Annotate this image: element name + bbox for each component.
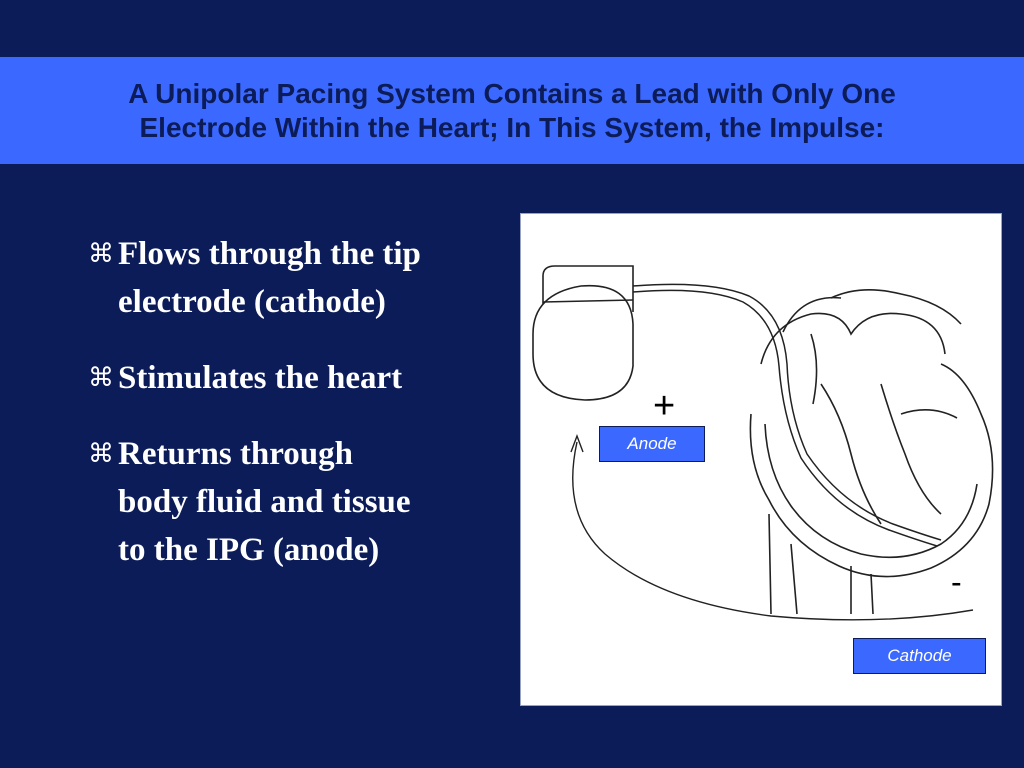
- title-bar: A Unipolar Pacing System Contains a Lead…: [0, 57, 1024, 164]
- heart-outline: [749, 289, 994, 615]
- heart-pacing-illustration: [532, 265, 994, 621]
- bullet-text-line: to the IPG (anode): [118, 532, 380, 568]
- bullet-text-line: Returns through: [118, 436, 354, 472]
- command-key-icon: ⌘: [88, 239, 114, 269]
- pulse-generator-icon: [532, 265, 634, 401]
- bullet-text-line: Flows through the tip: [118, 236, 421, 272]
- plus-sign: +: [653, 385, 676, 427]
- current-return-arrow: [570, 434, 974, 621]
- slide-title-line-1: A Unipolar Pacing System Contains a Lead…: [128, 77, 896, 109]
- bullet-item-returns: ⌘ Returns through body fluid and tissue …: [88, 430, 508, 574]
- cathode-label: Cathode: [853, 638, 986, 674]
- slide-title-line-2: Electrode Within the Heart; In This Syst…: [139, 111, 885, 143]
- anode-label: Anode: [599, 426, 705, 462]
- bullet-list: ⌘ Flows through the tip electrode (catho…: [88, 230, 508, 602]
- command-key-icon: ⌘: [88, 363, 114, 393]
- bullet-text-line: Stimulates the heart: [118, 360, 403, 396]
- pacing-diagram-panel: + Anode - Cathode: [520, 213, 1002, 706]
- pacing-lead: [632, 283, 942, 547]
- command-key-icon: ⌘: [88, 439, 114, 469]
- bullet-item-stimulates: ⌘ Stimulates the heart: [88, 354, 508, 402]
- bullet-item-flows: ⌘ Flows through the tip electrode (catho…: [88, 230, 508, 326]
- bullet-text-line: body fluid and tissue: [118, 484, 411, 520]
- minus-sign: -: [951, 564, 962, 600]
- bullet-text-line: electrode (cathode): [118, 284, 386, 320]
